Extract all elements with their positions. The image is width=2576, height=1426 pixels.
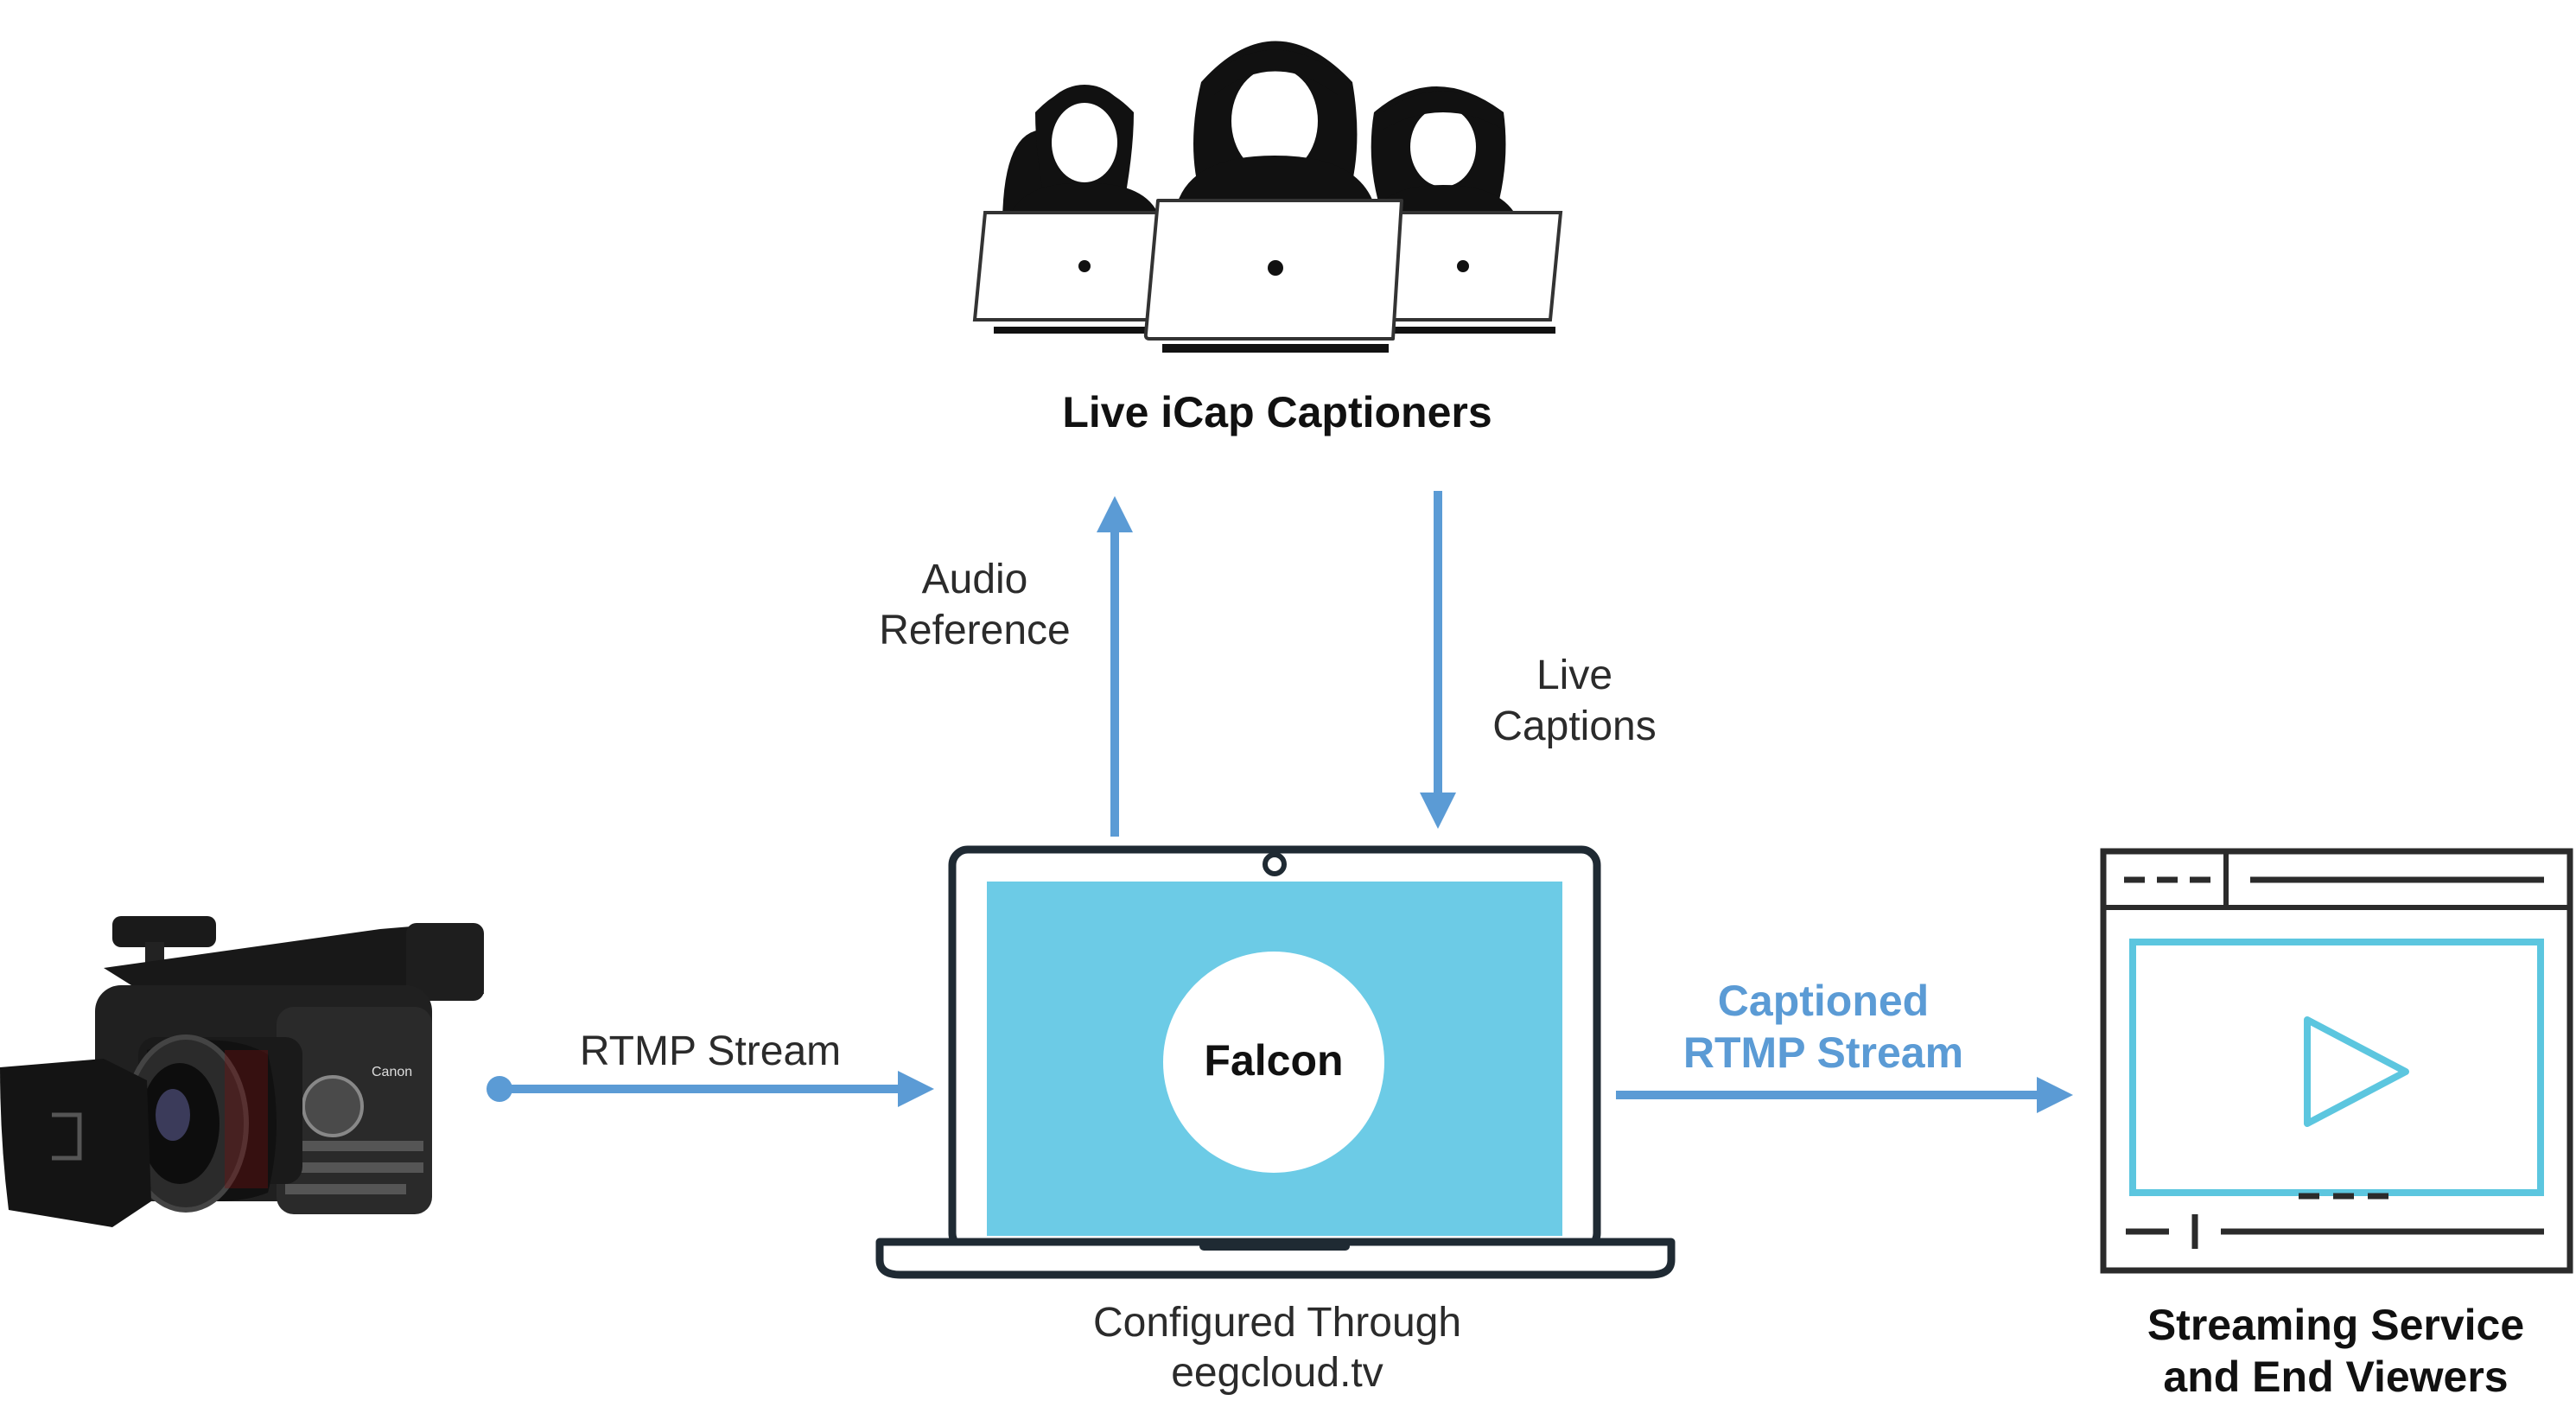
audio-reference-label-line1: Audio <box>922 557 1028 602</box>
rtmp-stream-label: RTMP Stream <box>580 1028 841 1074</box>
captioners-group: Live iCap Captioners <box>972 41 1563 436</box>
streaming-service-line2: and End Viewers <box>2163 1353 2508 1401</box>
falcon-label: Falcon <box>1204 1036 1343 1085</box>
captioners-title: Live iCap Captioners <box>1062 388 1492 436</box>
audio-reference-label-line2: Reference <box>879 608 1070 653</box>
webcam-icon <box>1263 852 1287 876</box>
live-captions-label-line2: Captions <box>1492 703 1656 749</box>
streaming-service-line1: Streaming Service <box>2147 1301 2524 1349</box>
video-frame <box>2129 939 2544 1196</box>
laptop-icon <box>1143 199 1403 353</box>
live-captions-label-line1: Live <box>1536 653 1612 698</box>
captioned-stream-label-line1: Captioned <box>1718 977 1929 1025</box>
camera-brand-label: Canon <box>372 1065 412 1079</box>
configured-through-line1: Configured Through <box>1093 1300 1461 1346</box>
video-player-icon <box>2100 848 2573 1274</box>
captioner-person-icon <box>1002 85 1162 226</box>
configured-through-line2: eegcloud.tv <box>1171 1350 1383 1396</box>
falcon-circle <box>1163 952 1384 1173</box>
captioned-stream-label-line2: RTMP Stream <box>1683 1028 1963 1077</box>
video-camera-icon: Canon <box>0 916 484 1227</box>
captioner-person-icon <box>1177 41 1374 204</box>
play-icon[interactable] <box>2304 1016 2409 1127</box>
falcon-laptop-icon: Falcon <box>875 845 1676 1279</box>
